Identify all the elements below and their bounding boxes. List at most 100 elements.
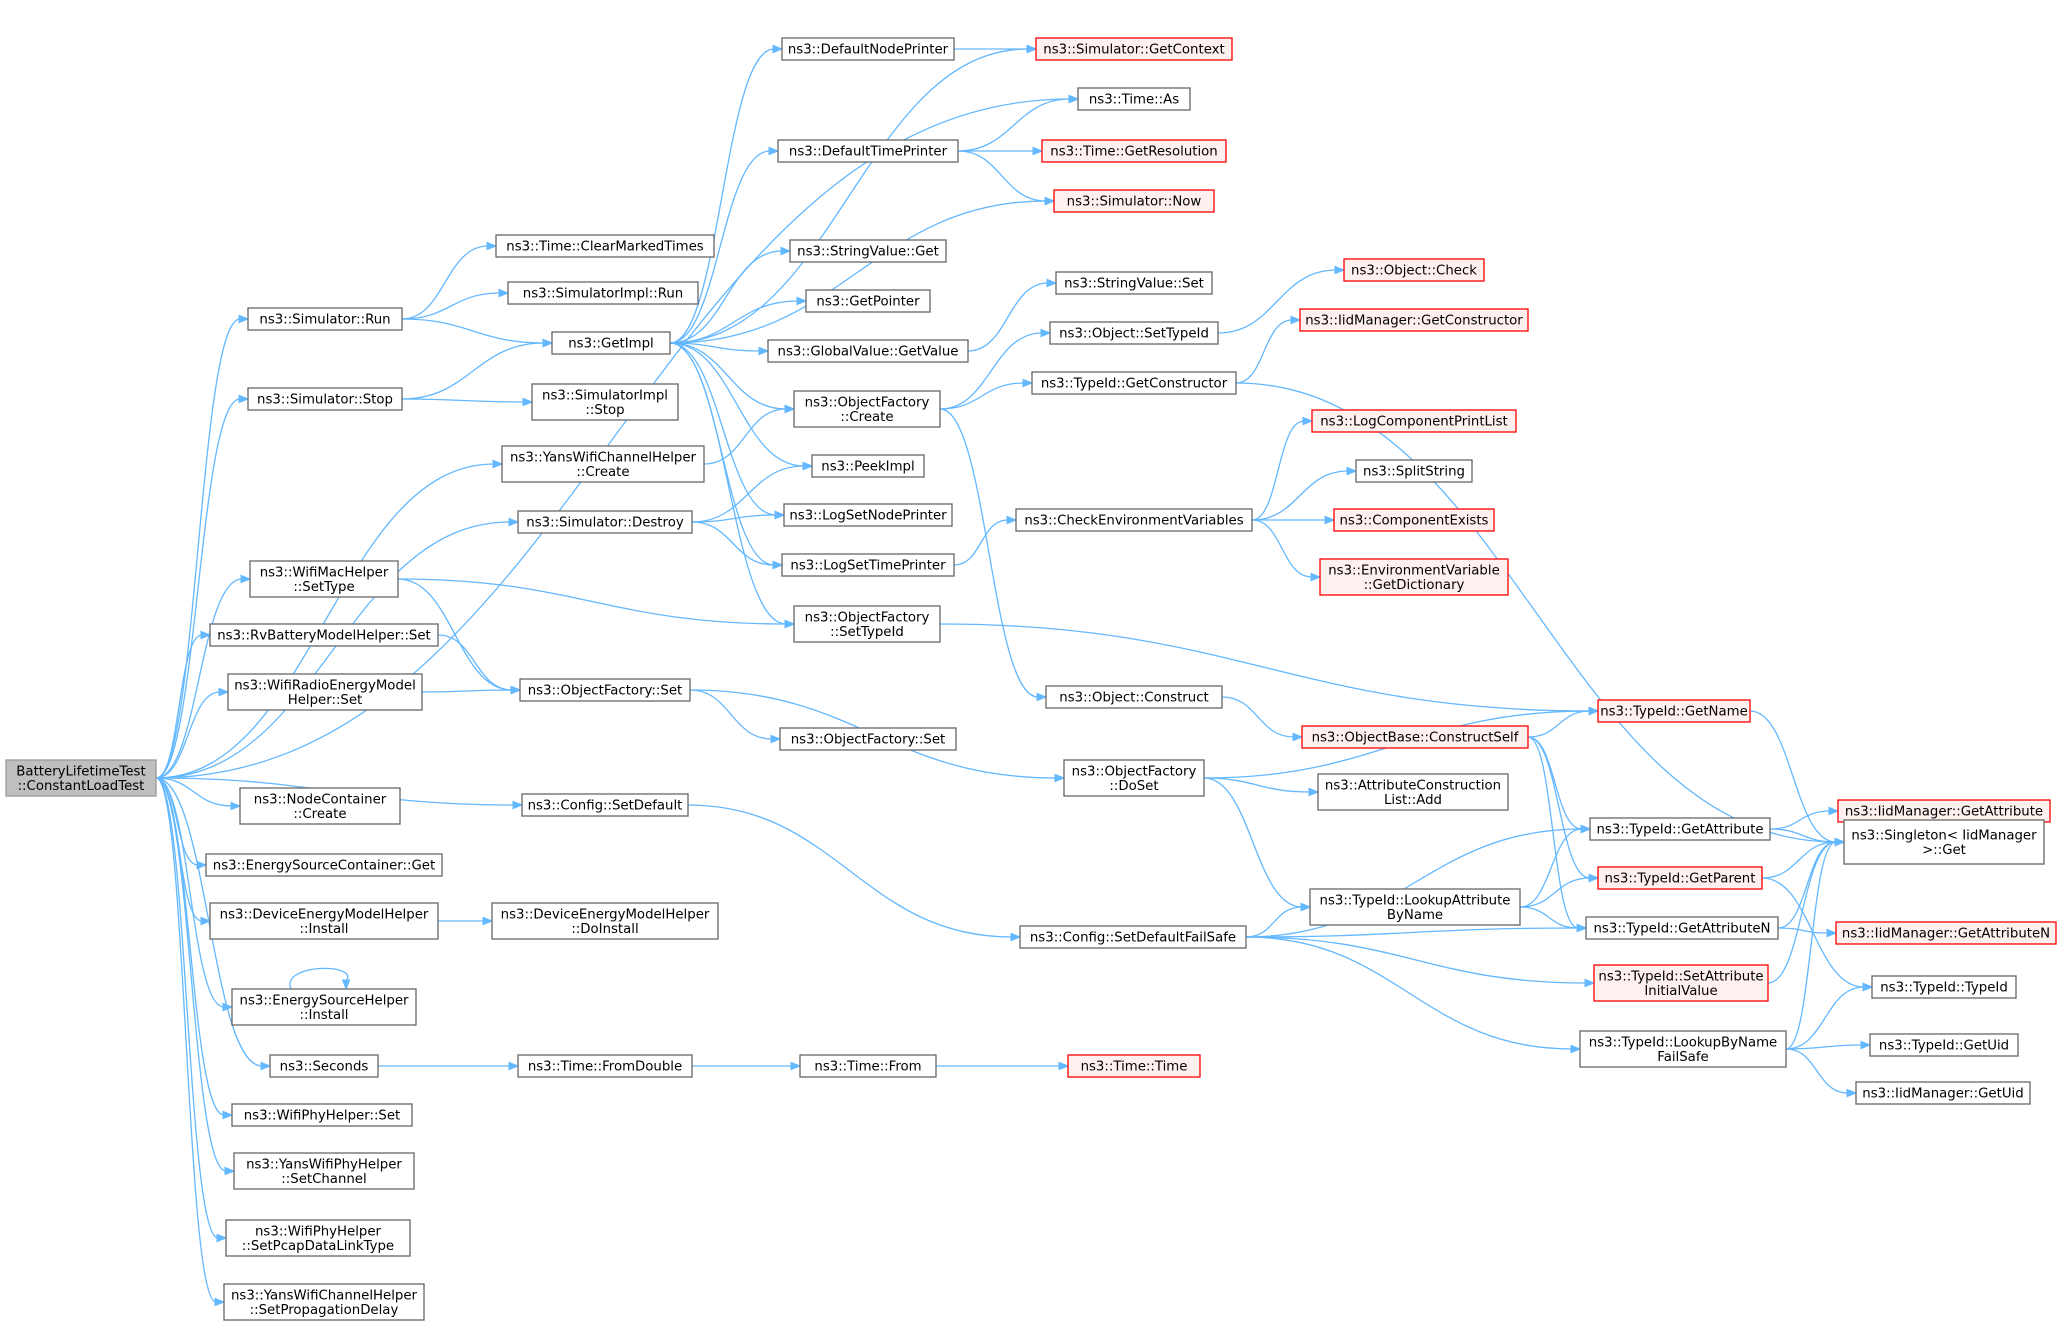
node-label: ::SetTypeId bbox=[830, 625, 904, 640]
node-box bbox=[491, 902, 719, 940]
node-devenergydoinstall[interactable]: ns3::DeviceEnergyModelHelper::DoInstall bbox=[491, 902, 719, 940]
node-timetime[interactable]: ns3::Time::Time bbox=[1067, 1054, 1201, 1078]
node-getimpl[interactable]: ns3::GetImpl bbox=[551, 331, 671, 355]
node-deftimeprinter[interactable]: ns3::DefaultTimePrinter bbox=[777, 139, 959, 163]
edge-globalvalget-to-stringvalset bbox=[967, 278, 1058, 352]
node-yanschsetprop[interactable]: ns3::YansWifiChannelHelper::SetPropagati… bbox=[223, 1283, 425, 1321]
node-wifiphyset[interactable]: ns3::WifiPhyHelper::Set bbox=[231, 1103, 413, 1127]
node-simimplrun[interactable]: ns3::SimulatorImpl::Run bbox=[507, 281, 699, 305]
node-simstop[interactable]: ns3::Simulator::Stop bbox=[247, 387, 403, 411]
edge-objfactcreate-to-objsettypeid bbox=[939, 328, 1052, 410]
node-typeidgetattr[interactable]: ns3::TypeId::GetAttribute bbox=[1589, 817, 1771, 841]
node-label: FailSafe bbox=[1657, 1050, 1708, 1065]
node-timefrom[interactable]: ns3::Time::From bbox=[799, 1054, 937, 1078]
node-devenergyinstall[interactable]: ns3::DeviceEnergyModelHelper::Install bbox=[209, 902, 439, 940]
node-nodecontcreate[interactable]: ns3::NodeContainer::Create bbox=[239, 787, 401, 825]
node-simdestroy[interactable]: ns3::Simulator::Destroy bbox=[517, 510, 693, 534]
node-label: ns3::Simulator::Now bbox=[1067, 195, 1202, 210]
node-logsetnode[interactable]: ns3::LogSetNodePrinter bbox=[783, 503, 953, 527]
node-singletonget[interactable]: ns3::Singleton< IidManager>::Get bbox=[1843, 819, 2045, 865]
node-box bbox=[531, 383, 679, 421]
node-typeidgetname[interactable]: ns3::TypeId::GetName bbox=[1597, 699, 1751, 723]
node-objfactset[interactable]: ns3::ObjectFactory::Set bbox=[519, 678, 691, 702]
node-box bbox=[1317, 773, 1509, 811]
node-simgetcontext[interactable]: ns3::Simulator::GetContext bbox=[1035, 37, 1233, 61]
edge-objfactdoset-to-attrconstructadd bbox=[1203, 777, 1320, 797]
node-splitstring[interactable]: ns3::SplitString bbox=[1355, 459, 1473, 483]
node-stringvalget[interactable]: ns3::StringValue::Get bbox=[789, 239, 947, 263]
node-seconds[interactable]: ns3::Seconds bbox=[269, 1054, 379, 1078]
node-energysrcget[interactable]: ns3::EnergySourceContainer::Get bbox=[205, 853, 443, 877]
node-objconstruct[interactable]: ns3::Object::Construct bbox=[1045, 685, 1223, 709]
node-typeidgetattrn[interactable]: ns3::TypeId::GetAttributeN bbox=[1585, 916, 1779, 940]
node-label: ns3::TypeId::GetAttribute bbox=[1596, 823, 1763, 838]
node-getpointer[interactable]: ns3::GetPointer bbox=[805, 289, 931, 313]
node-stringvalset[interactable]: ns3::StringValue::Set bbox=[1055, 271, 1213, 295]
node-label: >::Get bbox=[1922, 843, 1966, 858]
node-yanschcreate[interactable]: ns3::YansWifiChannelHelper::Create bbox=[501, 445, 705, 483]
edge-arrowhead bbox=[1828, 806, 1840, 816]
node-simnow[interactable]: ns3::Simulator::Now bbox=[1053, 189, 1215, 213]
edge-arrowhead bbox=[802, 461, 814, 471]
edge-arrowhead bbox=[1022, 378, 1034, 388]
node-label: ::DoInstall bbox=[571, 922, 638, 937]
node-label: ns3::ObjectFactory bbox=[1072, 764, 1197, 779]
node-logsettime[interactable]: ns3::LogSetTimePrinter bbox=[781, 553, 955, 577]
node-compexists[interactable]: ns3::ComponentExists bbox=[1333, 508, 1495, 532]
node-label: ns3::ComponentExists bbox=[1339, 514, 1488, 529]
edge-line bbox=[401, 318, 545, 344]
edge-typeidgetattrn-to-singletonget bbox=[1777, 837, 1846, 929]
edge-getimpl-to-peekimpl bbox=[669, 342, 814, 471]
node-objfactset2[interactable]: ns3::ObjectFactory::Set bbox=[779, 727, 957, 751]
node-simrun[interactable]: ns3::Simulator::Run bbox=[247, 307, 403, 331]
node-iidgetattr[interactable]: ns3::IidManager::GetAttribute bbox=[1837, 799, 2051, 823]
node-yansphysetch[interactable]: ns3::YansWifiPhyHelper::SetChannel bbox=[233, 1152, 415, 1190]
node-typeidgetctor[interactable]: ns3::TypeId::GetConstructor bbox=[1031, 371, 1237, 395]
node-objcheck[interactable]: ns3::Object::Check bbox=[1343, 258, 1485, 282]
node-objsettypeid[interactable]: ns3::Object::SetTypeId bbox=[1049, 321, 1219, 345]
node-timeas[interactable]: ns3::Time::As bbox=[1077, 87, 1191, 111]
node-globalvalget[interactable]: ns3::GlobalValue::GetValue bbox=[767, 339, 969, 363]
node-logcompprint[interactable]: ns3::LogComponentPrintList bbox=[1311, 409, 1517, 433]
node-objfactcreate[interactable]: ns3::ObjectFactory::Create bbox=[793, 390, 941, 428]
edge-configsetdefaultfs-to-typeidlookupbyname bbox=[1245, 936, 1582, 1054]
node-box bbox=[1855, 1081, 2031, 1105]
node-defnodeprinter[interactable]: ns3::DefaultNodePrinter bbox=[781, 37, 955, 61]
node-iidgetattrn[interactable]: ns3::IidManager::GetAttributeN bbox=[1835, 921, 2057, 945]
node-rvbattset[interactable]: ns3::RvBatteryModelHelper::Set bbox=[209, 623, 439, 647]
node-typeidgetparent[interactable]: ns3::TypeId::GetParent bbox=[1597, 866, 1763, 890]
node-typeidgetuid[interactable]: ns3::TypeId::GetUid bbox=[1869, 1033, 2019, 1057]
node-timeclear[interactable]: ns3::Time::ClearMarkedTimes bbox=[495, 234, 715, 258]
node-box bbox=[799, 1054, 937, 1078]
node-objfactsettypeid[interactable]: ns3::ObjectFactory::SetTypeId bbox=[793, 605, 941, 643]
edge-line bbox=[1527, 736, 1579, 929]
node-iidgetuid[interactable]: ns3::IidManager::GetUid bbox=[1855, 1081, 2031, 1105]
node-timefromdouble[interactable]: ns3::Time::FromDouble bbox=[517, 1054, 693, 1078]
edge-getimpl-to-objfactcreate bbox=[669, 342, 796, 414]
edge-arrowhead bbox=[1046, 278, 1058, 288]
node-envgetdict[interactable]: ns3::EnvironmentVariable::GetDictionary bbox=[1319, 558, 1509, 596]
edge-arrowhead bbox=[222, 1110, 234, 1120]
node-timegetres[interactable]: ns3::Time::GetResolution bbox=[1041, 139, 1227, 163]
node-objbaseconstructself[interactable]: ns3::ObjectBase::ConstructSelf bbox=[1301, 725, 1529, 749]
node-energysrcinstall[interactable]: ns3::EnergySourceHelper::Install bbox=[231, 988, 417, 1026]
edge-arrowhead bbox=[1310, 572, 1322, 582]
node-iidgetctor[interactable]: ns3::IidManager::GetConstructor bbox=[1299, 308, 1529, 332]
node-root[interactable]: BatteryLifetimeTest::ConstantLoadTest bbox=[5, 759, 157, 797]
node-label: ns3::ObjectFactory bbox=[805, 610, 930, 625]
node-simimplstop[interactable]: ns3::SimulatorImpl::Stop bbox=[531, 383, 679, 421]
node-peekimpl[interactable]: ns3::PeekImpl bbox=[811, 454, 925, 478]
node-typeidtypeid[interactable]: ns3::TypeId::TypeId bbox=[1871, 975, 2017, 999]
node-wifimacsettype[interactable]: ns3::WifiMacHelper::SetType bbox=[249, 560, 399, 598]
node-checkenv[interactable]: ns3::CheckEnvironmentVariables bbox=[1015, 508, 1253, 532]
node-configsetdefault[interactable]: ns3::Config::SetDefault bbox=[521, 793, 689, 817]
edge-line bbox=[1769, 828, 1837, 843]
node-wifiphypcap[interactable]: ns3::WifiPhyHelper::SetPcapDataLinkType bbox=[225, 1219, 411, 1257]
node-objfactdoset[interactable]: ns3::ObjectFactory::DoSet bbox=[1063, 759, 1205, 797]
node-configsetdefaultfs[interactable]: ns3::Config::SetDefaultFailSafe bbox=[1019, 925, 1247, 949]
